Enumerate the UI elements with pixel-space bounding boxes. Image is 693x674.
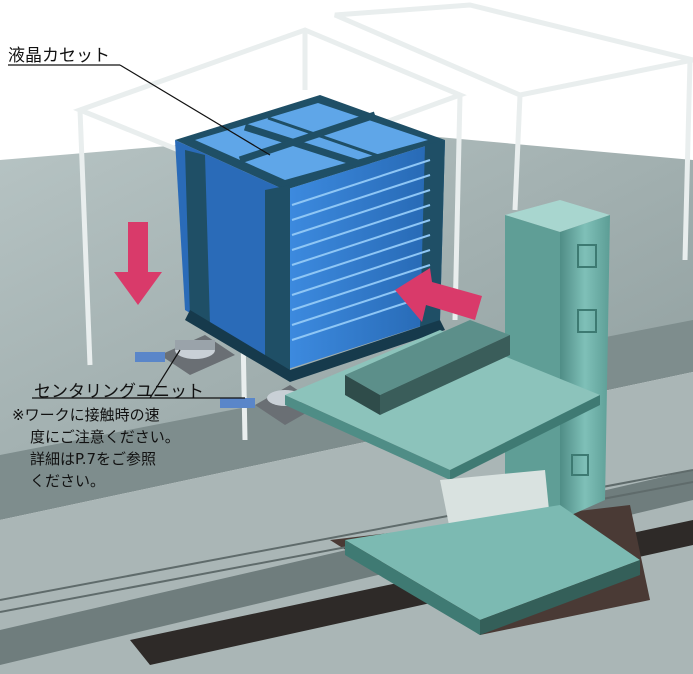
leader-lines	[8, 64, 271, 399]
note-line-1: ※ワークに接触時の速	[12, 406, 160, 424]
note-line-4: ください。	[30, 472, 106, 490]
caution-note: ※ワークに接触時の速 度にご注意ください。 詳細はP.7をご参照 ください。	[12, 404, 180, 492]
lcd-cassette	[175, 95, 445, 382]
arrow-left-icon	[395, 268, 482, 322]
arrow-down-icon	[114, 222, 162, 305]
transfer-machine	[285, 200, 640, 635]
centering-unit-label: センタリングユニット	[34, 382, 204, 402]
lcd-cassette-label: 液晶カセット	[8, 46, 110, 66]
note-line-2: 度にご注意ください。	[30, 428, 180, 446]
note-line-3: 詳細はP.7をご参照	[30, 450, 157, 468]
centering-unit-1	[135, 335, 235, 375]
